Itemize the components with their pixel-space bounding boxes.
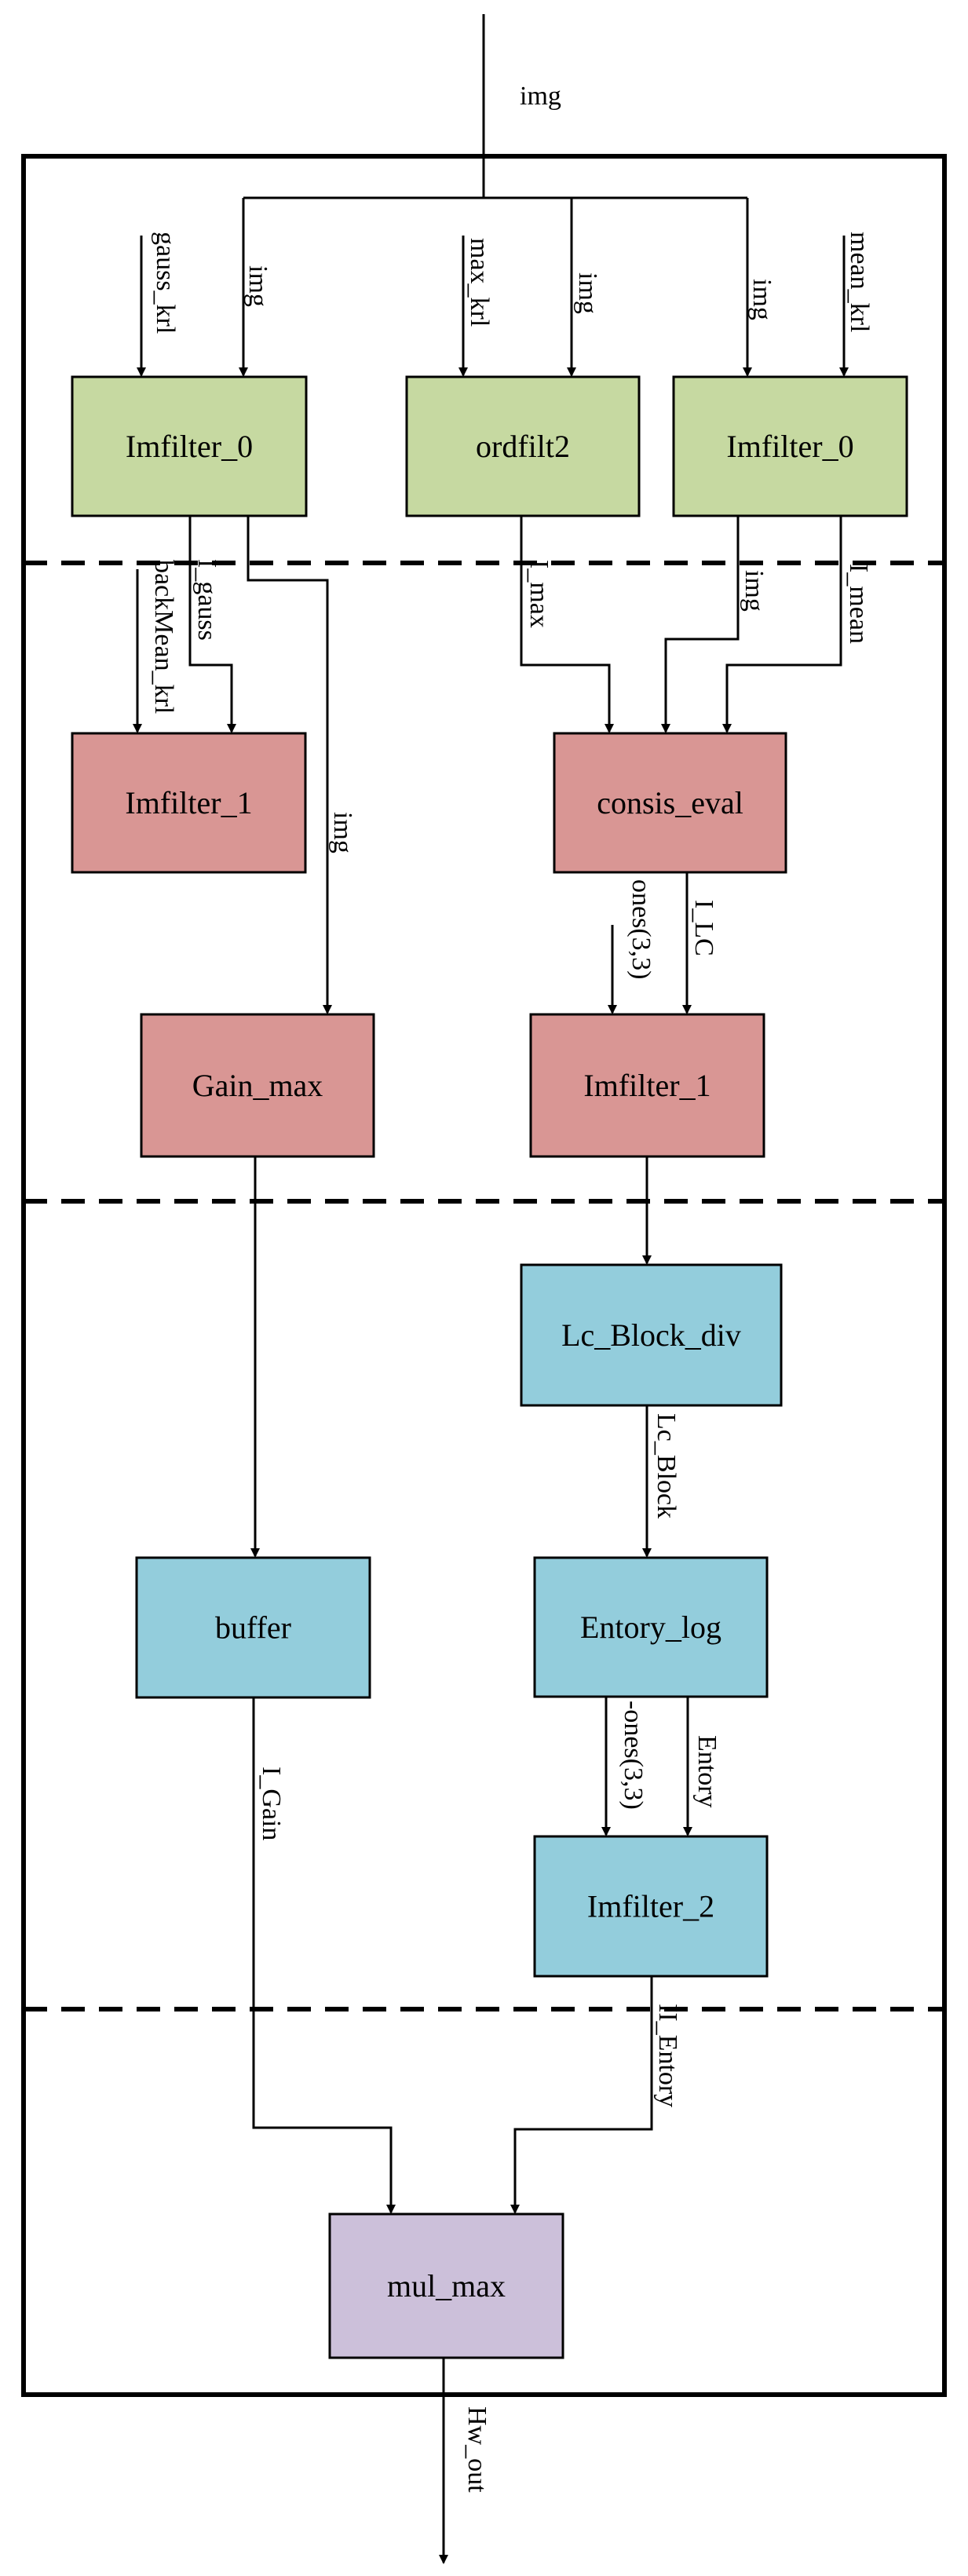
img-gain-connector [247, 517, 332, 1014]
block-label: ordfilt2 [476, 429, 570, 464]
label-mean-krl: mean_krl [845, 232, 874, 332]
block-mul-max: mul_max [328, 2212, 564, 2359]
i-mean-connector [722, 517, 842, 733]
i-gain-connector [252, 1698, 396, 2214]
label-i-gauss: I_gauss [192, 559, 221, 641]
block-label: Entory_log [580, 1610, 721, 1645]
block-imfilter1-left: Imfilter_1 [71, 732, 307, 874]
label-i-max: I_max [524, 560, 553, 628]
block-label: Imfilter_0 [726, 429, 853, 464]
label-img-in-3: img [747, 279, 776, 320]
block-gain-max: Gain_max [140, 1013, 375, 1158]
block-label: buffer [215, 1610, 291, 1646]
block-imfilter1-right: Imfilter_1 [529, 1013, 765, 1158]
block-buffer: buffer [135, 1556, 371, 1699]
img-consis-connector [661, 517, 740, 733]
block-imfilter0-right: Imfilter_0 [672, 375, 908, 517]
label-backmean-krl: backMean_krl [149, 560, 178, 714]
label-entory: Entory [692, 1735, 721, 1808]
label-img-in-1: img [243, 265, 272, 307]
block-label: Imfilter_2 [587, 1889, 714, 1924]
block-entory-log: Entory_log [533, 1556, 769, 1698]
label-img-in-2: img [573, 272, 602, 314]
label-i-gain: I_Gain [257, 1767, 286, 1840]
block-imfilter2: Imfilter_2 [533, 1835, 769, 1978]
label-neg-ones33: -ones(3,3) [619, 1701, 648, 1810]
label-img-consis: img [740, 570, 769, 612]
block-lc-block-div: Lc_Block_div [520, 1263, 783, 1407]
label-i-lc: I_LC [689, 900, 718, 956]
block-label: Lc_Block_div [561, 1317, 741, 1353]
block-consis-eval: consis_eval [553, 732, 787, 874]
label-ii-entory: II_Entory [653, 2004, 682, 2107]
label-img-gain: img [328, 812, 357, 853]
label-img-top: img [520, 82, 561, 111]
block-imfilter0-left: Imfilter_0 [71, 375, 308, 517]
block-label: Imfilter_1 [125, 785, 252, 820]
label-lc-block: Lc_Block [652, 1413, 681, 1518]
block-label: Imfilter_0 [126, 429, 253, 464]
label-hw-out: Hw_out [462, 2406, 491, 2493]
block-label: Imfilter_1 [583, 1068, 710, 1103]
block-label: Gain_max [192, 1068, 323, 1103]
ii-entory-connector [510, 1977, 653, 2214]
block-ordfilt2: ordfilt2 [405, 375, 641, 517]
label-gauss-krl: gauss_krl [151, 232, 180, 334]
label-i-mean: I_mean [844, 564, 873, 644]
i-gauss-connector [188, 517, 236, 733]
block-label: consis_eval [597, 785, 743, 820]
block-label: mul_max [387, 2268, 506, 2304]
label-max-krl: max_krl [465, 238, 494, 327]
i-max-connector [520, 517, 614, 733]
label-ones33: ones(3,3) [626, 879, 656, 979]
